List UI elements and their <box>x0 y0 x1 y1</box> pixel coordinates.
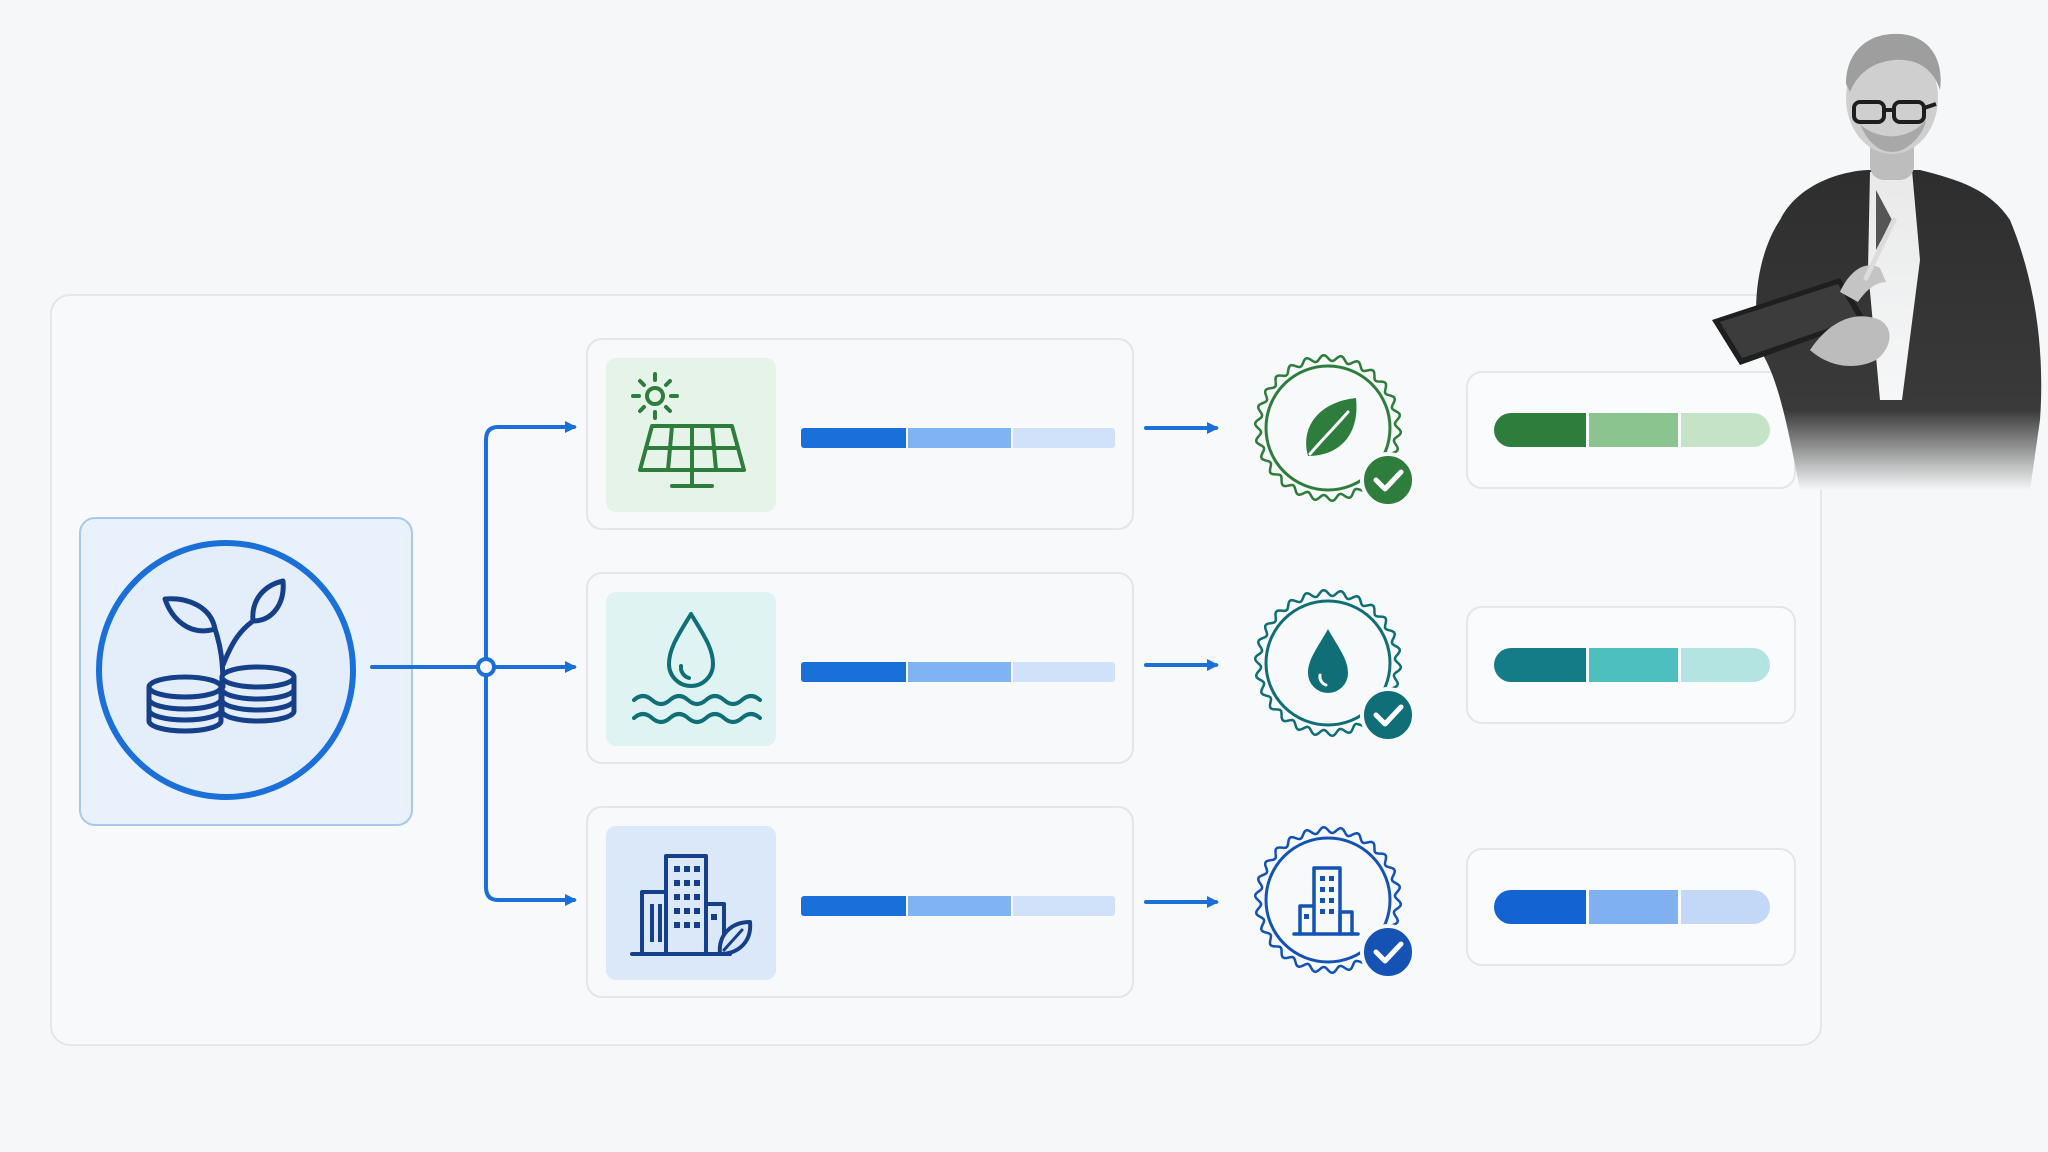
progress-bar-water <box>801 662 1115 682</box>
check-badge-icon <box>1360 687 1416 743</box>
result-building-segment <box>1494 890 1586 924</box>
result-water-segment <box>1494 648 1586 682</box>
progress-bar-solar <box>801 428 1115 448</box>
check-badge-icon <box>1360 452 1416 508</box>
water-drop-waves-icon <box>632 612 762 724</box>
water-tile <box>606 592 776 746</box>
progress-building-segment <box>908 896 1011 916</box>
flow-card-water <box>586 572 1134 764</box>
leaf-seal-icon <box>1253 353 1416 508</box>
result-bar-solar <box>1494 413 1770 447</box>
result-card-water <box>1466 606 1796 724</box>
progress-building-segment <box>801 896 907 916</box>
result-building-segment <box>1588 890 1678 924</box>
result-solar-segment <box>1680 413 1770 447</box>
flow-card-solar <box>586 338 1134 530</box>
progress-building-segment <box>1012 896 1115 916</box>
water-drop-seal-icon <box>1253 588 1416 743</box>
progress-solar-segment <box>801 428 907 448</box>
progress-solar-segment <box>908 428 1011 448</box>
plant-coins-icon <box>96 540 356 800</box>
result-water-segment <box>1680 648 1770 682</box>
result-card-building <box>1466 848 1796 966</box>
result-bar-water <box>1494 648 1770 682</box>
result-water-segment <box>1588 648 1678 682</box>
building-tile <box>606 826 776 980</box>
flow-card-building <box>586 806 1134 998</box>
progress-bar-building <box>801 896 1115 916</box>
result-bar-building <box>1494 890 1770 924</box>
solar-panel-icon <box>631 372 746 488</box>
progress-water-segment <box>1012 662 1115 682</box>
progress-water-segment <box>801 662 907 682</box>
building-seal-icon <box>1253 825 1416 980</box>
result-solar-segment <box>1588 413 1678 447</box>
check-badge-icon <box>1360 924 1416 980</box>
progress-water-segment <box>908 662 1011 682</box>
businessman-with-tablet-photo <box>1712 33 2042 490</box>
result-card-solar <box>1466 371 1796 489</box>
solar-tile <box>606 358 776 512</box>
green-building-icon <box>630 854 753 956</box>
progress-solar-segment <box>1012 428 1115 448</box>
result-building-segment <box>1680 890 1770 924</box>
result-solar-segment <box>1494 413 1586 447</box>
